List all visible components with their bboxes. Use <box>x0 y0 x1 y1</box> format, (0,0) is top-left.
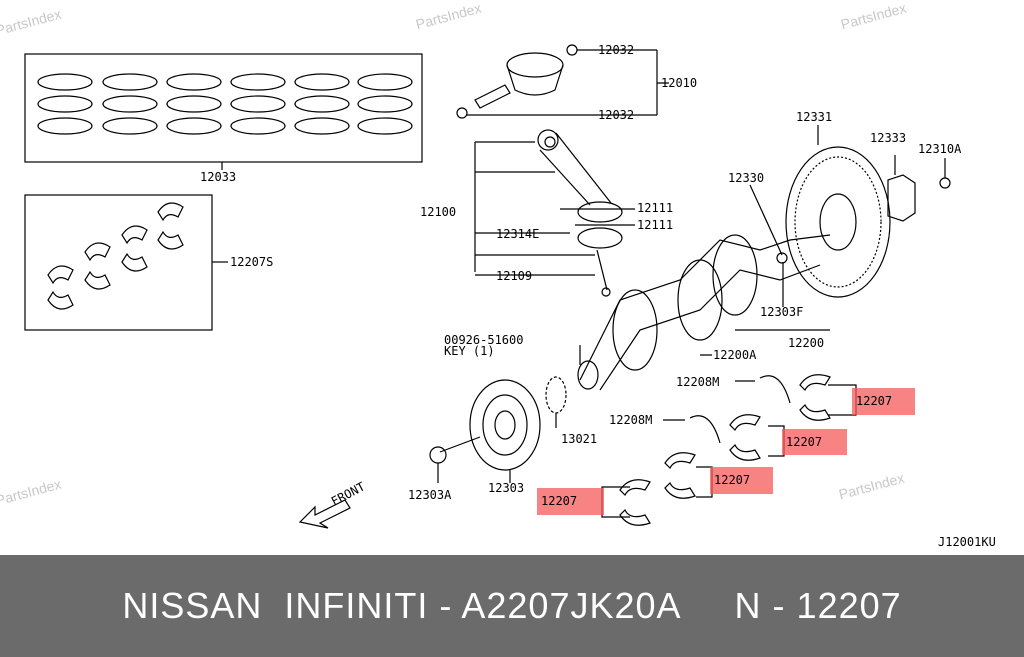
piston-icon <box>456 44 669 119</box>
piston-ring-set-box <box>24 53 423 163</box>
part-label[interactable]: 12330 <box>728 171 765 185</box>
highlighted-part-12207[interactable]: 12207 <box>852 388 915 415</box>
connecting-rod-icon <box>474 129 635 297</box>
diagram-code: J12001KU <box>938 535 996 549</box>
part-label[interactable]: 12032 <box>598 108 635 122</box>
part-label[interactable]: 12303F <box>760 305 804 319</box>
part-label[interactable]: 12333 <box>870 131 907 145</box>
highlighted-part-12207[interactable]: 12207 <box>710 467 773 494</box>
part-label[interactable]: 12331 <box>796 110 833 124</box>
bearing-shells-icon <box>47 202 184 310</box>
part-label[interactable]: 12303 <box>488 481 525 495</box>
flywheel-icon <box>749 125 951 307</box>
part-label[interactable]: 13021 <box>561 432 598 446</box>
highlighted-part-12207[interactable]: 12207 <box>782 429 847 455</box>
crankshaft-icon <box>577 234 831 391</box>
part-label[interactable]: 12111 <box>637 201 674 215</box>
part-number-banner: NISSAN INFINITI - A2207JK20A N - 12207 <box>0 555 1024 657</box>
part-label[interactable]: 12303A <box>408 488 452 502</box>
part-label[interactable]: 12310A <box>918 142 962 156</box>
parts-diagram: PartsIndex PartsIndex PartsIndex PartsIn… <box>0 0 996 549</box>
crank-pulley-icon <box>429 345 581 483</box>
part-label: KEY (1) <box>444 344 495 358</box>
part-label[interactable]: 12208M <box>609 413 653 427</box>
highlighted-part-12207[interactable]: 12207 <box>537 488 604 515</box>
part-label[interactable]: 12033 <box>200 170 237 184</box>
part-label[interactable]: 12010 <box>661 76 698 90</box>
part-label[interactable]: 12208M <box>676 375 720 389</box>
part-label[interactable]: 12207S <box>230 255 274 269</box>
part-label[interactable]: 12109 <box>496 269 533 283</box>
part-label[interactable]: 12111 <box>637 218 674 232</box>
part-label[interactable]: 12200 <box>788 336 825 350</box>
part-label[interactable]: 12100 <box>420 205 457 219</box>
bearing-set-box <box>24 194 213 331</box>
part-label[interactable]: 12032 <box>598 43 635 57</box>
banner-text: NISSAN INFINITI - A2207JK20A N - 12207 <box>122 585 902 626</box>
front-arrow-icon <box>298 499 351 529</box>
main-bearing-shells-icon <box>601 374 857 526</box>
part-label[interactable]: 12200A <box>713 348 757 362</box>
part-label[interactable]: 00926-51600 <box>444 333 524 347</box>
diagram-drawing <box>24 44 951 529</box>
piston-rings-icon <box>37 73 413 135</box>
part-label[interactable]: 12314E <box>496 227 540 241</box>
